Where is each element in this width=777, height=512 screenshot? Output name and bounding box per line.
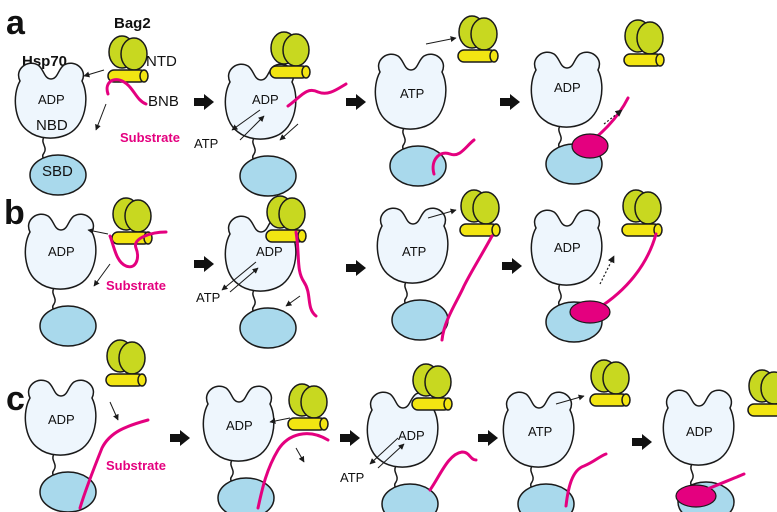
- step-arrow: [500, 94, 520, 110]
- step-arrow: [340, 430, 360, 446]
- panel-a-state-4: ADP: [531, 20, 664, 184]
- panel-label-b: b: [4, 194, 25, 232]
- b2-atp-label: ATP: [196, 290, 220, 305]
- c2-adp-label: ADP: [226, 418, 253, 433]
- a2-adp-label: ADP: [252, 92, 279, 107]
- panel-label-a: a: [6, 4, 26, 42]
- bnb-label: BNB: [148, 93, 179, 110]
- panel-a-state-3: ATP: [375, 16, 498, 186]
- step-arrow: [194, 256, 214, 272]
- step-arrow: [170, 430, 190, 446]
- step-arrow: [478, 430, 498, 446]
- sbd-label: SBD: [42, 163, 73, 180]
- bag2-label: Bag2: [114, 15, 151, 32]
- step-arrow: [346, 260, 366, 276]
- panel-c-state-2: ADP: [203, 384, 328, 512]
- b2-adp-label: ADP: [256, 244, 283, 259]
- panel-c-state-3: ADP ATP: [340, 364, 476, 512]
- a3-atp-label: ATP: [400, 86, 424, 101]
- c3-adp-label: ADP: [398, 428, 425, 443]
- a2-atp-label: ATP: [194, 136, 218, 151]
- b4-adp-label: ADP: [554, 240, 581, 255]
- substrate-label-b: Substrate: [106, 278, 166, 293]
- panel-b-state-1: ADP Substrate: [25, 198, 166, 346]
- substrate-label-a: Substrate: [120, 130, 180, 145]
- panel-c-state-1: ADP Substrate: [25, 340, 166, 512]
- ntd-label: NTD: [146, 53, 177, 70]
- a4-adp-label: ADP: [554, 80, 581, 95]
- b1-adp-label: ADP: [48, 244, 75, 259]
- panel-a-state-2: ADP ATP: [194, 32, 346, 196]
- c5-adp-label: ADP: [686, 424, 713, 439]
- c3-atp-label: ATP: [340, 470, 364, 485]
- step-arrow: [346, 94, 366, 110]
- step-arrow: [502, 258, 522, 274]
- b3-atp-label: ATP: [402, 244, 426, 259]
- step-arrow: [194, 94, 214, 110]
- a1-adp-label: ADP: [38, 92, 65, 107]
- step-arrow: [632, 434, 652, 450]
- substrate-label-c: Substrate: [106, 458, 166, 473]
- panel-b-state-4: ADP: [531, 190, 662, 342]
- nbd-label: NBD: [36, 117, 68, 134]
- panel-label-c: c: [6, 380, 25, 418]
- panel-b-state-3: ATP: [377, 190, 500, 340]
- panel-b-state-2: ADP ATP: [196, 196, 316, 348]
- panel-c-state-5: ADP: [663, 370, 777, 512]
- c4-atp-label: ATP: [528, 424, 552, 439]
- c1-adp-label: ADP: [48, 412, 75, 427]
- panel-c-state-4: ATP: [503, 360, 630, 512]
